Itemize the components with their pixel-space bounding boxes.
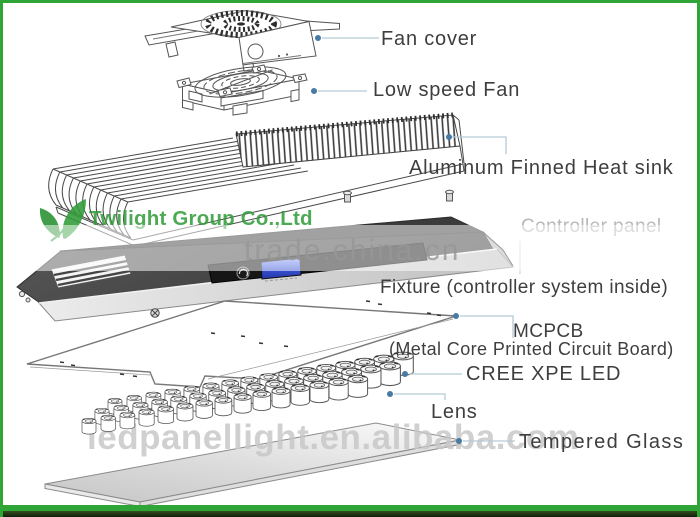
label-tempered-glass: Tempered Glass — [519, 431, 685, 453]
label-heat-sink: Aluminum Finned Heat sink — [409, 157, 674, 179]
company-watermark: Twilight Group Co.,Ltd — [89, 207, 313, 230]
label-mcpcb: MCPCB — [513, 321, 584, 342]
heat-sink-drawing — [48, 112, 465, 247]
low-speed-fan-drawing — [176, 64, 308, 116]
label-led: CREE XPE LED — [466, 363, 622, 385]
mcpcb-drawing — [26, 300, 457, 388]
leader-lines — [318, 37, 521, 442]
fan-cover-drawing — [144, 9, 340, 72]
leader-dots — [311, 35, 462, 444]
fan-corner-pads — [176, 64, 308, 98]
portal-watermark: trade.china.cn — [244, 234, 461, 267]
frame-bottom-dark-bar — [3, 511, 697, 517]
fixture-screws — [343, 189, 454, 203]
mcpcb-holes — [59, 300, 442, 378]
flange-screw — [150, 308, 160, 318]
label-fixture: Fixture (controller system inside) — [380, 277, 669, 298]
shop-watermark: ledpanellight.en.alibaba.com — [87, 418, 579, 457]
label-fan-cover: Fan cover — [381, 28, 478, 50]
frame-bottom-green-bar — [3, 505, 697, 511]
label-mcpcb-full: (Metal Core Printed Circuit Board) — [389, 339, 674, 359]
watermark-band — [3, 225, 697, 271]
label-low-speed-fan: Low speed Fan — [373, 79, 521, 101]
tempered-glass-drawing — [44, 422, 461, 508]
label-lens: Lens — [431, 401, 478, 423]
